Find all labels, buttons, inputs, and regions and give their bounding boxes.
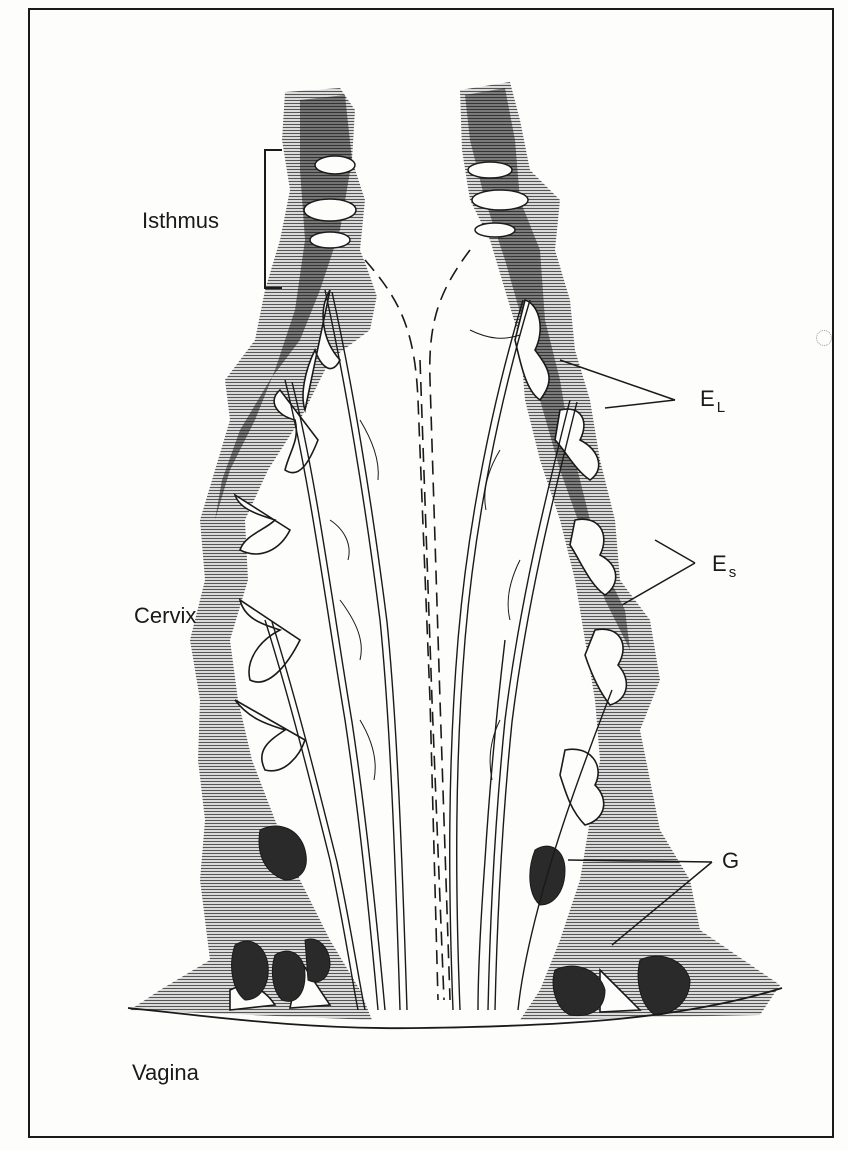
label-isthmus: Isthmus — [142, 210, 219, 232]
smudge-mark — [816, 330, 832, 346]
label-vagina: Vagina — [132, 1062, 199, 1084]
label-el-main: E — [700, 386, 715, 411]
label-es-main: E — [712, 551, 727, 576]
label-cervix: Cervix — [134, 605, 196, 627]
label-el-sub: L — [717, 399, 725, 416]
label-g: G — [722, 850, 739, 872]
isthmus-crypts — [304, 156, 528, 248]
label-es-sub: s — [729, 564, 737, 581]
es-leaders — [622, 540, 695, 605]
